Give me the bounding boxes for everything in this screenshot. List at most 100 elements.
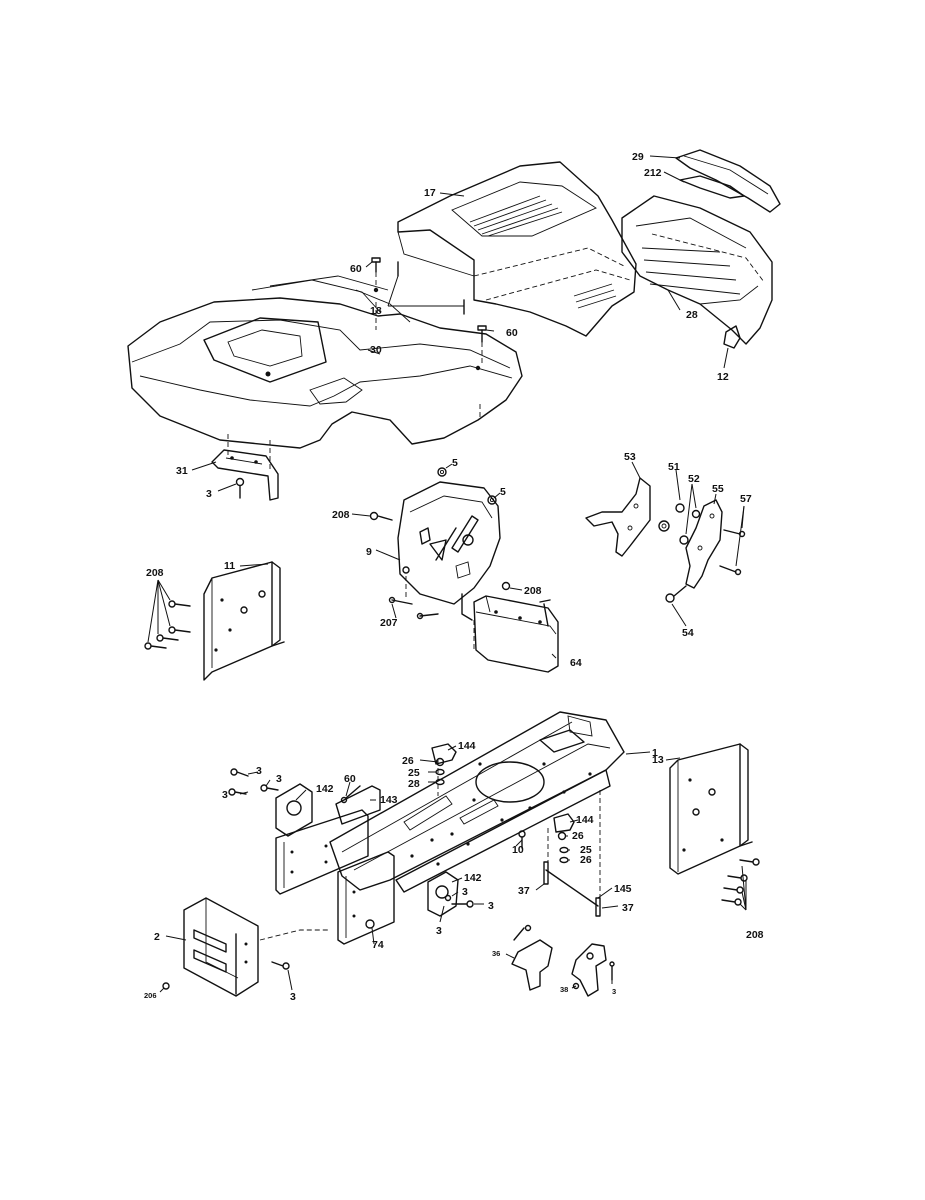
brace-bracket-part: [553, 813, 575, 833]
callout-label: 57: [740, 493, 752, 505]
callout-label: 54: [682, 627, 694, 639]
grille-insert-part: [675, 149, 781, 213]
tie-rod-part: [543, 861, 601, 917]
callout-label: 3: [276, 773, 282, 785]
side-panel-part: [203, 561, 285, 681]
axle-plate-part: [337, 851, 395, 945]
callout-label: 10: [512, 844, 524, 856]
fender-bracket-part: [211, 449, 279, 501]
callout-label: 143: [380, 794, 398, 806]
callout-label: 3: [488, 900, 494, 912]
console-bracket-part: [473, 595, 559, 673]
bolt-icon: [156, 634, 179, 642]
callout-label: 207: [380, 617, 398, 629]
callout-label: 53: [624, 451, 636, 463]
leader-lines: [147, 155, 747, 993]
callout-label: 26: [402, 755, 414, 767]
callout-label: 9: [366, 546, 372, 558]
callout-label: 52: [688, 473, 700, 485]
nut-icon: [162, 982, 170, 990]
callout-label: 3: [206, 488, 212, 500]
callout-label: 25: [580, 844, 592, 856]
callout-label: 5: [500, 486, 506, 498]
pedal-bracket-part: [585, 477, 651, 557]
fender-part: [127, 275, 523, 449]
bolt-icon: [230, 768, 249, 777]
callout-label: 142: [464, 872, 482, 884]
callout-label: 31: [176, 465, 188, 477]
nut-icon: [559, 856, 569, 864]
callout-label: 3: [462, 886, 468, 898]
nut-icon: [675, 503, 685, 513]
callout-label: 30: [370, 344, 382, 356]
bolt-icon: [168, 600, 191, 608]
bolt-icon: [727, 874, 748, 882]
nut-icon: [487, 495, 497, 505]
bolt-icon: [369, 511, 393, 521]
callout-label: 212: [644, 167, 662, 179]
nut-icon: [679, 535, 689, 545]
mount-bracket-part: [571, 943, 607, 997]
grille-housing-part: [621, 195, 773, 345]
nut-icon: [559, 846, 569, 854]
axle-bracket-part: [427, 871, 459, 917]
callout-label: 142: [316, 783, 334, 795]
callout-label: 18: [370, 305, 382, 317]
bolt-icon: [444, 894, 452, 902]
bolt-icon: [235, 477, 245, 499]
callout-label: 13: [652, 754, 664, 766]
nut-icon: [501, 581, 511, 591]
callout-label: 206: [144, 991, 157, 1000]
callout-label: 51: [668, 461, 680, 473]
hood-latch-part: [723, 325, 741, 349]
callout-label: 208: [332, 509, 350, 521]
callout-labels: 29 212 17 60 18 60 30 28 12 31 3 5 5 208…: [144, 151, 764, 1003]
bolt-icon: [723, 886, 744, 894]
callout-label: 37: [518, 885, 530, 897]
bolt-icon: [228, 788, 247, 796]
bolt-icon: [719, 565, 742, 576]
nut-icon: [437, 467, 447, 477]
bolt-icon: [260, 784, 279, 792]
callout-label: 5: [452, 457, 458, 469]
nut-icon: [691, 509, 701, 519]
callout-label: 26: [580, 854, 592, 866]
bolt-icon: [271, 961, 290, 970]
callout-label: 208: [746, 929, 764, 941]
callout-label: 3: [222, 789, 228, 801]
bolt-icon: [451, 900, 474, 908]
callout-label: 26: [572, 830, 584, 842]
callout-label: 28: [686, 309, 698, 321]
nut-icon: [557, 831, 567, 841]
bolt-icon: [416, 612, 439, 620]
callout-label: 12: [717, 371, 729, 383]
callout-label: 17: [424, 187, 436, 199]
main-frame-part: [329, 711, 625, 893]
callout-label: 208: [146, 567, 164, 579]
callout-label: 25: [408, 767, 420, 779]
bolt-icon: [723, 529, 746, 538]
bolt-icon: [539, 599, 551, 627]
callout-label: 11: [224, 560, 235, 572]
bolt-icon: [572, 982, 580, 990]
mount-bracket-part: [511, 924, 553, 991]
callout-label: 28: [408, 778, 420, 790]
nut-icon: [435, 768, 445, 776]
callout-label: 3: [612, 987, 616, 996]
axle-plate-part: [275, 785, 381, 895]
callout-label: 2: [154, 931, 160, 943]
dash-panel-part: [397, 481, 501, 621]
callout-label: 55: [712, 483, 724, 495]
callout-label: 208: [524, 585, 542, 597]
axle-bracket-part: [275, 783, 313, 837]
bolt-icon: [665, 585, 687, 603]
callout-label: 36: [492, 949, 500, 958]
callout-label: 38: [560, 985, 568, 994]
callout-label: 3: [290, 991, 296, 1003]
bolt-icon: [518, 830, 526, 849]
callout-label: 144: [576, 814, 594, 826]
nut-icon: [658, 520, 670, 532]
callout-label: 144: [458, 740, 476, 752]
bolt-icon: [168, 626, 191, 634]
